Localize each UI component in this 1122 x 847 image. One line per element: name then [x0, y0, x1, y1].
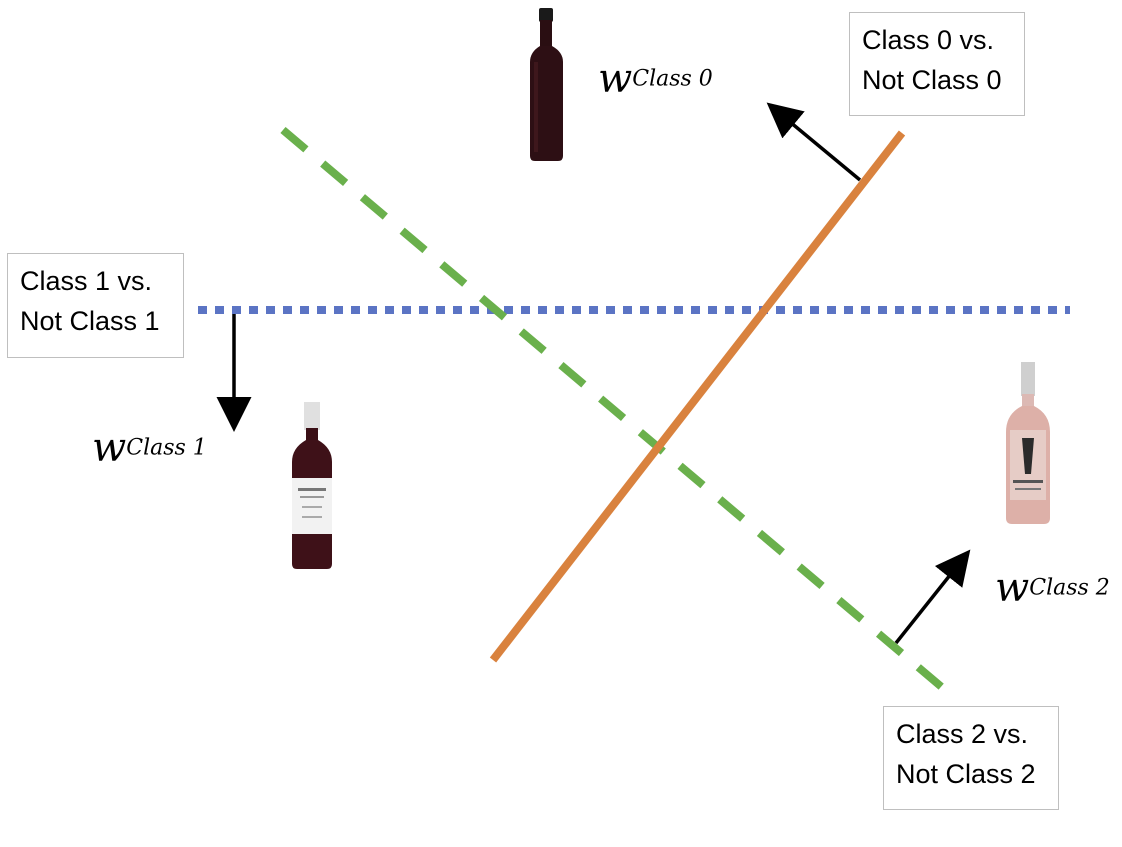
- class2-decision-boundary: [280, 126, 960, 704]
- weight-symbol: w: [995, 565, 1030, 611]
- class2-weight-arrow: [894, 549, 971, 645]
- weight-symbol: w: [598, 56, 633, 102]
- weight-symbol: w: [92, 425, 127, 471]
- weight-superscript: Class 2: [1029, 575, 1110, 601]
- class0-weight-label: wClass 0: [598, 56, 713, 102]
- class1-label-line1: Class 1 vs.: [20, 266, 153, 296]
- class1-boundary-label: Class 1 vs. Not Class 1: [7, 253, 184, 358]
- class0-label-line2: Not Class 0: [862, 65, 1002, 95]
- class2-wine-bottle: [1006, 362, 1050, 524]
- class2-weight-label: wClass 2: [995, 565, 1110, 611]
- class2-boundary-label: Class 2 vs. Not Class 2: [883, 706, 1059, 810]
- class0-label-line1: Class 0 vs.: [862, 25, 995, 55]
- class0-weight-arrow: [766, 102, 862, 182]
- class1-weight-label: wClass 1: [92, 425, 207, 471]
- class1-label-line2: Not Class 1: [20, 306, 160, 336]
- class2-label-line2: Not Class 2: [896, 759, 1036, 789]
- class2-label-line1: Class 2 vs.: [896, 719, 1029, 749]
- weight-superscript: Class 1: [126, 435, 207, 461]
- class0-boundary-label: Class 0 vs. Not Class 0: [849, 12, 1025, 116]
- class0-wine-bottle: [530, 8, 563, 161]
- weight-superscript: Class 0: [632, 66, 713, 92]
- class0-decision-boundary: [489, 130, 906, 663]
- class1-wine-bottle: [292, 402, 332, 569]
